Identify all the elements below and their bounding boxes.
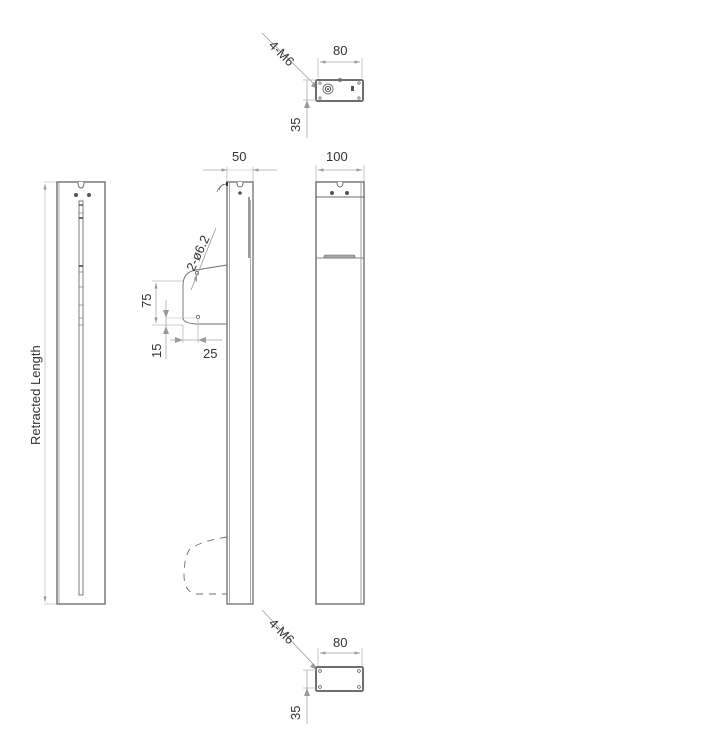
rear-body bbox=[315, 181, 365, 605]
side-bracket bbox=[182, 264, 228, 325]
side-width-value: 50 bbox=[232, 149, 246, 164]
front-view-actuator: Retracted Length bbox=[28, 181, 106, 605]
top-hole-label: 4-M6 bbox=[266, 38, 298, 70]
top-width-value: 80 bbox=[333, 43, 347, 58]
front-slot bbox=[78, 200, 84, 596]
rear-label-plate bbox=[323, 254, 356, 259]
hole-vertical-offset-value: 15 bbox=[149, 344, 164, 358]
side-hole-label: 2-ø6.2 bbox=[183, 233, 212, 273]
bottom-bracket-plate bbox=[315, 666, 364, 692]
side-view-actuator: 50 2-ø6.2 75 15 25 bbox=[139, 149, 277, 605]
top-bracket-plate bbox=[315, 79, 364, 102]
top-view-bracket: 4-M6 80 35 bbox=[261, 32, 364, 138]
bottom-view-bracket: 4-M6 80 35 bbox=[261, 609, 364, 724]
bottom-height-value: 35 bbox=[288, 706, 303, 720]
top-height-value: 35 bbox=[288, 118, 303, 132]
cable bbox=[216, 183, 228, 193]
hole-horizontal-offset-value: 25 bbox=[203, 346, 217, 361]
hole-leader-line bbox=[261, 32, 321, 91]
side-bracket-hidden bbox=[183, 536, 228, 595]
rear-view-actuator: 100 bbox=[315, 149, 365, 605]
bottom-width-value: 80 bbox=[333, 635, 347, 650]
retracted-length-label: Retracted Length bbox=[28, 345, 43, 445]
bracket-height-value: 75 bbox=[139, 294, 154, 308]
rear-width-value: 100 bbox=[326, 149, 348, 164]
